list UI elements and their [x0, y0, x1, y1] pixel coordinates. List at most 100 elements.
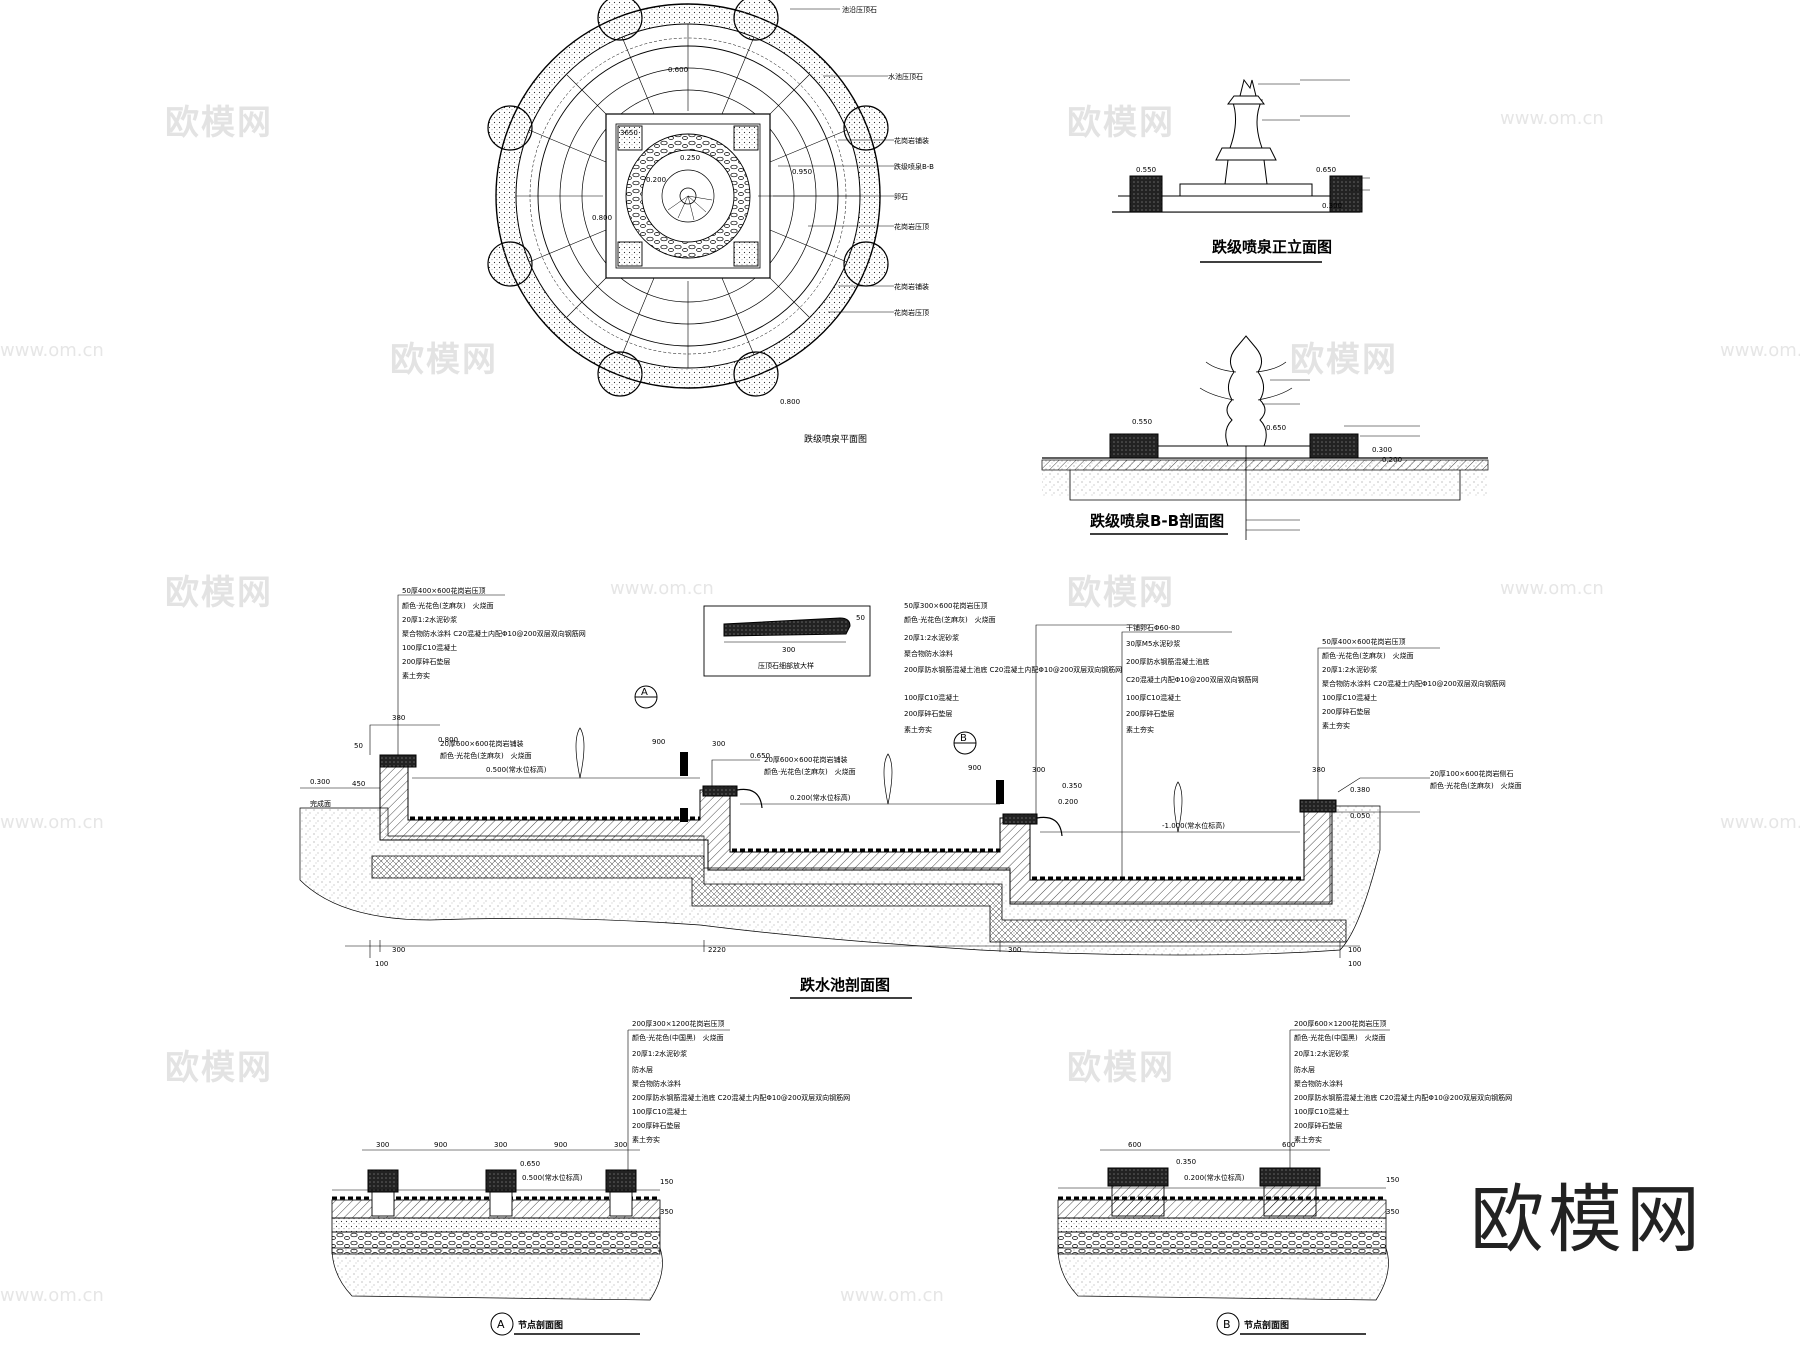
svg-text:0.200(常水位标高): 0.200(常水位标高): [790, 793, 851, 802]
svg-text:20厚1:2水泥砂浆: 20厚1:2水泥砂浆: [402, 615, 457, 624]
svg-text:380: 380: [1312, 766, 1325, 774]
svg-text:50厚400×600花岗岩压顶: 50厚400×600花岗岩压顶: [1322, 637, 1406, 646]
svg-text:颜色·光花色(芝麻灰) 火烧面: 颜色·光花色(芝麻灰) 火烧面: [402, 601, 494, 610]
svg-text:200厚碎石垫层: 200厚碎石垫层: [1322, 707, 1370, 716]
section-marker-a: A: [634, 685, 658, 709]
svg-text:颜色·光花色(芝麻灰) 火烧面: 颜色·光花色(芝麻灰) 火烧面: [764, 767, 856, 776]
pool-callouts-right-a: 干铺卵石Φ60-80 30厚M5水泥砂浆 200厚防水钢筋混凝土池底 C20混凝…: [1126, 623, 1259, 734]
svg-text:450: 450: [352, 780, 365, 788]
pool-callouts-left: 50厚400×600花岗岩压顶 颜色·光花色(芝麻灰) 火烧面 20厚1:2水泥…: [402, 586, 586, 680]
node-b-callouts: 200厚600×1200花岗岩压顶 颜色·光花色(中国黑) 火烧面 20厚1:2…: [1294, 1019, 1512, 1144]
fountain-section-bb: 0.550 0.650 0.300 0.200 跌级喷泉B-B剖面图: [1041, 335, 1489, 540]
svg-text:50: 50: [856, 614, 865, 622]
svg-text:300: 300: [712, 740, 725, 748]
svg-text:200厚防水钢筋混凝土池底 C20混凝土内配Φ10@200双: 200厚防水钢筋混凝土池底 C20混凝土内配Φ10@200双层双向钢筋网: [632, 1093, 850, 1102]
svg-text:0.050: 0.050: [1350, 812, 1370, 820]
svg-text:-1.000(常水位标高): -1.000(常水位标高): [1162, 821, 1225, 830]
node-b-levels: 0.350 0.200(常水位标高) 150 350: [1176, 1158, 1399, 1216]
fountain-elevation: 0.550 0.650 0.300 跌级喷泉正立面图: [1112, 78, 1370, 263]
plan-dim: 0.600: [668, 66, 688, 74]
svg-text:100: 100: [375, 960, 388, 968]
section-bb-title: 跌级喷泉B-B剖面图: [1090, 512, 1224, 530]
svg-text:300: 300: [494, 1141, 507, 1149]
svg-text:100: 100: [1348, 946, 1361, 954]
plan-dim: 0.250: [680, 154, 700, 162]
svg-text:350: 350: [660, 1208, 673, 1216]
svg-text:150: 150: [660, 1178, 673, 1186]
svg-text:600: 600: [1128, 1141, 1141, 1149]
svg-text:900: 900: [968, 764, 981, 772]
svg-text:聚合物防水涂料: 聚合物防水涂料: [904, 649, 953, 658]
svg-text:200厚600×1200花岗岩压顶: 200厚600×1200花岗岩压顶: [1294, 1019, 1386, 1028]
svg-text:100厚C10混凝土: 100厚C10混凝土: [1294, 1107, 1349, 1116]
node-a-title: 节点剖面图: [518, 1319, 563, 1331]
pool-notes: 20厚600×600花岗岩铺装 颜色·光花色(芝麻灰) 火烧面 20厚600×6…: [440, 739, 1522, 790]
pool-callouts-right-b: 50厚400×600花岗岩压顶 颜色·光花色(芝麻灰) 火烧面 20厚1:2水泥…: [1322, 637, 1506, 730]
node-a-levels: 0.650 0.500(常水位标高) 150 350: [520, 1160, 673, 1216]
svg-text:0.800: 0.800: [438, 736, 458, 744]
plan-dim: 0.800: [780, 398, 800, 406]
svg-text:颜色·光花色(芝麻灰) 火烧面: 颜色·光花色(芝麻灰) 火烧面: [1322, 651, 1414, 660]
svg-text:200厚碎石垫层: 200厚碎石垫层: [904, 709, 952, 718]
svg-text:池沿压顶石: 池沿压顶石: [842, 5, 877, 14]
svg-text:20厚1:2水泥砂浆: 20厚1:2水泥砂浆: [1322, 665, 1377, 674]
svg-text:跌级喷泉B-B: 跌级喷泉B-B: [894, 162, 934, 171]
svg-text:50厚300×600花岗岩压顶: 50厚300×600花岗岩压顶: [904, 601, 988, 610]
svg-text:300: 300: [782, 646, 795, 654]
svg-text:颜色·光花色(中国黑) 火烧面: 颜色·光花色(中国黑) 火烧面: [1294, 1033, 1386, 1042]
svg-text:100厚C10混凝土: 100厚C10混凝土: [1322, 693, 1377, 702]
svg-text:0.500(常水位标高): 0.500(常水位标高): [522, 1173, 583, 1182]
svg-text:900: 900: [652, 738, 665, 746]
section-dim: 0.200: [1382, 456, 1402, 464]
svg-text:200厚碎石垫层: 200厚碎石垫层: [1294, 1121, 1342, 1130]
svg-text:防水层: 防水层: [1294, 1065, 1315, 1074]
plan-radial-lines: [516, 24, 860, 368]
svg-text:2220: 2220: [708, 946, 726, 954]
svg-text:C20混凝土内配Φ10@200双层双向钢筋网: C20混凝土内配Φ10@200双层双向钢筋网: [1126, 675, 1259, 684]
svg-text:380: 380: [392, 714, 405, 722]
svg-text:200厚碎石垫层: 200厚碎石垫层: [402, 657, 450, 666]
coping-detail: 300 50 压顶石细部放大样: [703, 605, 871, 677]
section-marker-b: B: [953, 731, 977, 755]
svg-text:0.350: 0.350: [1176, 1158, 1196, 1166]
node-b-dims: 600 600: [1128, 1141, 1295, 1149]
svg-text:200厚碎石垫层: 200厚碎石垫层: [632, 1121, 680, 1130]
svg-text:100厚C10混凝土: 100厚C10混凝土: [1126, 693, 1181, 702]
section-dim: 0.550: [1132, 418, 1152, 426]
svg-text:50: 50: [354, 742, 363, 750]
node-b-title: 节点剖面图: [1244, 1319, 1289, 1331]
svg-text:900: 900: [554, 1141, 567, 1149]
elev-dim: 0.300: [1322, 202, 1342, 210]
svg-text:卵石: 卵石: [894, 192, 908, 201]
pool-levels: 0.300 0.800 0.500(常水位标高) 0.650 0.200(常水位…: [310, 736, 1370, 830]
elev-dim: 0.650: [1316, 166, 1336, 174]
svg-text:200厚300×1200花岗岩压顶: 200厚300×1200花岗岩压顶: [632, 1019, 724, 1028]
svg-text:20厚1:2水泥砂浆: 20厚1:2水泥砂浆: [904, 633, 959, 642]
svg-text:350: 350: [1386, 1208, 1399, 1216]
svg-text:聚合物防水涂料 C20混凝土内配Φ10@200双层双向钢筋网: 聚合物防水涂料 C20混凝土内配Φ10@200双层双向钢筋网: [402, 629, 586, 638]
svg-text:150: 150: [1386, 1176, 1399, 1184]
svg-text:素土夯实: 素土夯实: [1126, 725, 1154, 734]
node-b-marker: B: [1223, 1318, 1231, 1331]
plan-dim: 3650: [620, 129, 638, 137]
node-a-dims: 300 900 300 900 300: [376, 1141, 627, 1149]
svg-text:A: A: [641, 687, 648, 698]
section-dim: 0.650: [1266, 424, 1286, 432]
svg-text:50厚400×600花岗岩压顶: 50厚400×600花岗岩压顶: [402, 586, 486, 595]
svg-text:0.350: 0.350: [1062, 782, 1082, 790]
svg-text:0.200(常水位标高): 0.200(常水位标高): [1184, 1173, 1245, 1182]
node-section-a: 200厚300×1200花岗岩压顶 颜色·光花色(中国黑) 火烧面 20厚1:2…: [331, 1019, 850, 1336]
svg-text:20厚600×600花岗岩铺装: 20厚600×600花岗岩铺装: [764, 755, 848, 764]
svg-text:200厚防水钢筋混凝土池底: 200厚防水钢筋混凝土池底: [1126, 657, 1209, 666]
svg-text:B: B: [960, 733, 967, 744]
svg-text:花岗岩压顶: 花岗岩压顶: [894, 308, 929, 317]
svg-text:素土夯实: 素土夯实: [1294, 1135, 1322, 1144]
svg-text:颜色·光花色(芝麻灰) 火烧面: 颜色·光花色(芝麻灰) 火烧面: [440, 751, 532, 760]
svg-text:0.650: 0.650: [750, 752, 770, 760]
svg-text:100: 100: [1348, 960, 1361, 968]
svg-text:300: 300: [1008, 946, 1021, 954]
svg-text:300: 300: [392, 946, 405, 954]
svg-text:花岗岩压顶: 花岗岩压顶: [894, 222, 929, 231]
